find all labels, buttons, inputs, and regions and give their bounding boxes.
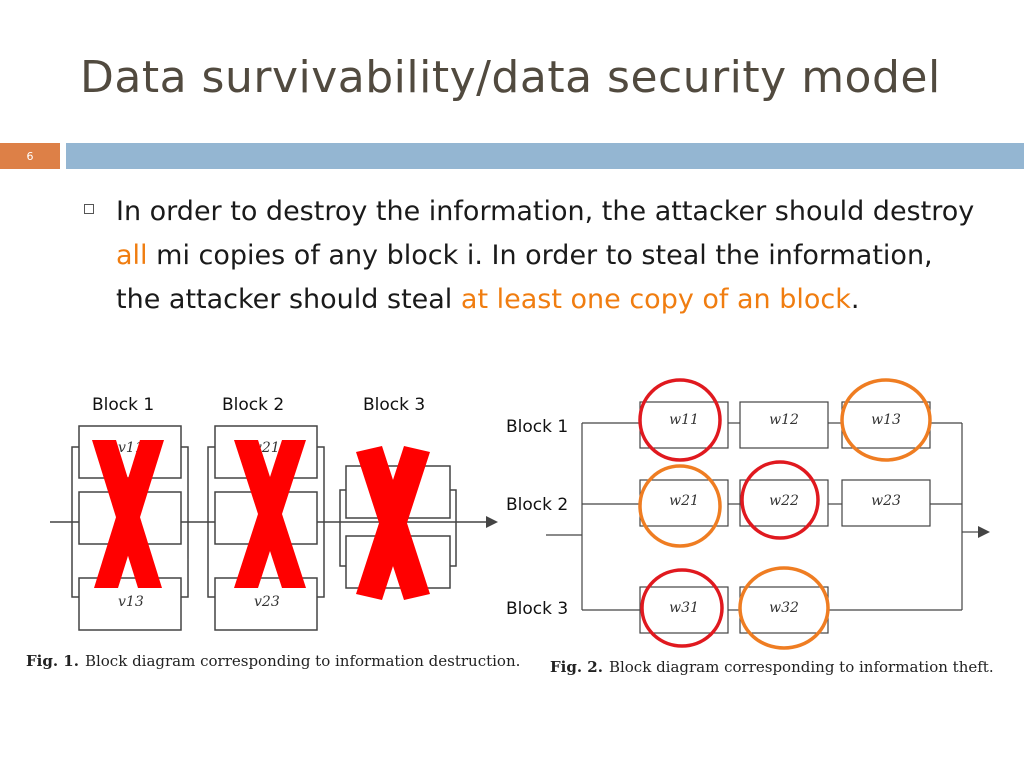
fig2-cell-w13 [841,401,931,449]
bullet-square-icon [84,204,94,214]
fig1-block-label-1: Block 1 [92,395,154,415]
fig2-label-w11: w11 [669,412,699,428]
bullet-part-1: In order to destroy the information, the… [116,196,975,227]
fig2-block-label-2: Block 2 [506,495,568,515]
fig2-label-w31: w31 [669,600,699,616]
fig1-element-v13: v13 [118,594,144,610]
fig2-arrow-head [978,526,990,538]
fig2-cell-w31 [639,586,729,634]
fig2-block-label-3: Block 3 [506,599,568,619]
fig1-cross-3 [356,446,430,600]
fig2-caption: Fig. 2. Block diagram corresponding to in… [550,658,994,676]
fig2-circle-w11 [638,378,722,462]
fig2-label-w13: w13 [871,412,901,428]
fig2-highlight-circles [638,378,932,650]
fig2-circle-w22 [740,460,820,540]
fig2-label-w21: w21 [669,493,699,509]
fig1-block-label-3: Block 3 [363,395,425,415]
bullet-highlight-all: all [116,240,148,271]
bullet-part-3: . [850,284,860,315]
fig2-label-w23: w23 [871,493,901,509]
fig2-cell-w23 [841,479,931,527]
slide-title: Data survivability/data security model [80,52,941,103]
fig2-caption-text: Block diagram corresponding to informati… [609,658,994,676]
fig2-block-label-1: Block 1 [506,417,568,437]
fig2-label-w32: w32 [769,600,799,616]
fig1-caption-text: Block diagram corresponding to informati… [85,652,520,670]
fig1-caption-prefix: Fig. 1. [26,652,79,670]
fig1-cross-1 [92,440,164,588]
fig1-caption: Fig. 1. Block diagram corresponding to in… [26,652,520,670]
fig1-block-label-2: Block 2 [222,395,284,415]
slide-number: 6 [0,143,60,169]
fig2-cell-w21 [639,479,729,527]
fig2-cell-w32 [739,586,829,634]
fig2-circle-w31 [640,568,724,648]
fig2-label-w12: w12 [769,412,799,428]
bullet-text: In order to destroy the information, the… [116,190,976,322]
bullet-highlight-copy: at least one copy of an block [460,284,851,315]
fig2-diagram [546,401,990,634]
fig2-caption-prefix: Fig. 2. [550,658,603,676]
fig2-circle-w21 [638,464,722,548]
bullet-part-2: mi copies of any block i. In order to st… [116,240,933,315]
fig2-cell-w12 [739,401,829,449]
fig1-element-v23: v23 [254,594,280,610]
fig2-label-w22: w22 [769,493,799,509]
fig1-cross-2 [234,440,306,588]
header-bar [66,143,1024,169]
fig2-circle-w32 [738,566,830,650]
fig2-circle-w13 [840,378,932,462]
fig1-arrow-head [486,516,498,528]
